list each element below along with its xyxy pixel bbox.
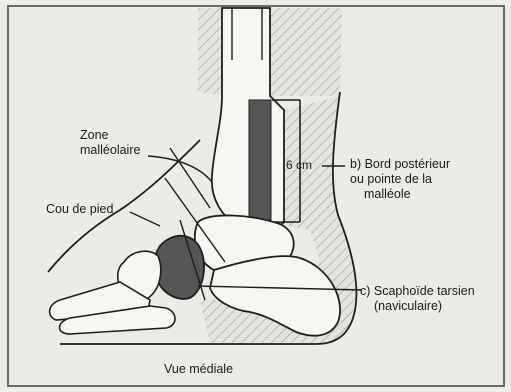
label-scaphoide: c) Scaphoïde tarsien (naviculaire) — [360, 284, 475, 314]
label-distance: 6 cm — [286, 158, 312, 173]
label-cou-de-pied: Cou de pied — [46, 202, 113, 217]
label-vue-mediale: Vue médiale — [164, 362, 233, 377]
posterior-malleolus — [249, 100, 271, 220]
leader-cou-de-pied — [130, 212, 160, 226]
label-bord-posterieur: b) Bord postérieur ou pointe de la mallé… — [350, 157, 450, 202]
zone-line-1 — [170, 148, 210, 208]
label-zone-malleolaire: Zone malléolaire — [80, 128, 140, 158]
navicular-bone — [155, 236, 204, 299]
